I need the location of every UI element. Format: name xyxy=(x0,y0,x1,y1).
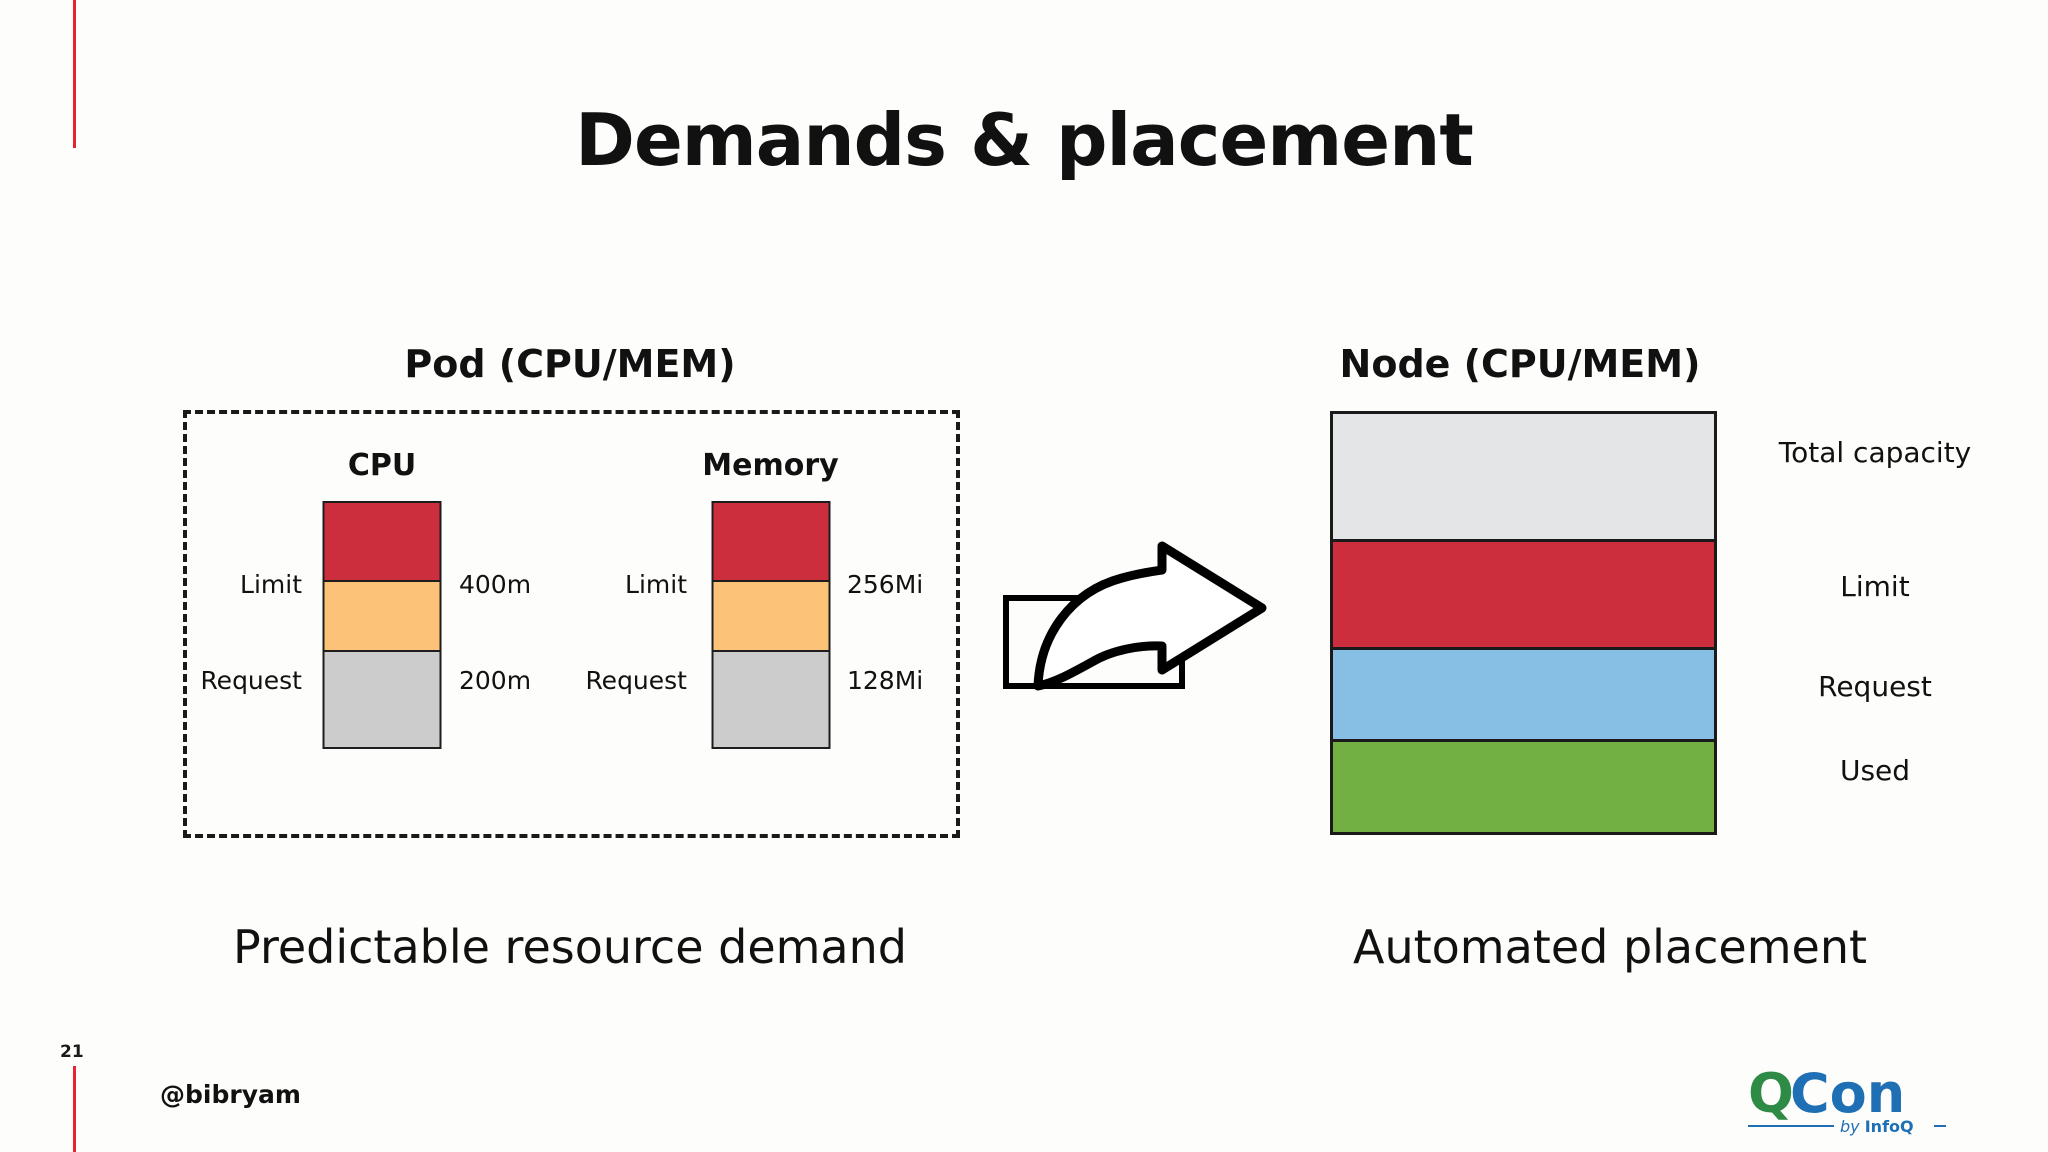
page-title: Demands & placement xyxy=(575,98,1474,182)
cpu-stacked-bar xyxy=(322,501,442,749)
node-band-request xyxy=(1333,647,1714,739)
node-stacked-block xyxy=(1330,411,1717,835)
cpu-request-label: Request xyxy=(200,666,302,695)
curved-share-arrow-icon xyxy=(1003,541,1267,691)
cpu-limit-value: 400m xyxy=(459,570,532,599)
node-label-limit: Limit xyxy=(1840,570,1910,603)
node-label-request: Request xyxy=(1818,670,1932,703)
node-label-total-capacity: Total capacity xyxy=(1778,436,1972,469)
logo-tagline: by InfoQ xyxy=(1840,1117,1914,1136)
accent-rule-top xyxy=(73,0,76,148)
cpu-request-segment xyxy=(324,651,440,747)
cpu-middle-segment xyxy=(324,581,440,652)
cpu-limit-segment xyxy=(324,503,440,582)
logo-con-letters: Con xyxy=(1790,1062,1905,1125)
qcon-logo: Q Con by InfoQ xyxy=(1748,1062,1946,1136)
memory-request-value: 128Mi xyxy=(847,666,924,695)
memory-limit-value: 256Mi xyxy=(847,570,924,599)
cpu-bar-group: CPU Limit 400m Request 200m xyxy=(187,414,577,834)
node-heading: Node (CPU/MEM) xyxy=(1339,342,1701,386)
memory-limit-segment xyxy=(713,503,828,582)
cpu-limit-label: Limit xyxy=(240,570,302,599)
logo-q-letter: Q xyxy=(1748,1062,1794,1125)
node-caption: Automated placement xyxy=(1352,920,1868,974)
memory-middle-segment xyxy=(713,581,828,652)
memory-stacked-bar xyxy=(711,501,830,749)
pod-dashed-container: CPU Limit 400m Request 200m Memory Limit… xyxy=(183,410,960,838)
slide-number: 21 xyxy=(60,1042,84,1062)
node-band-used xyxy=(1333,739,1714,832)
cpu-bar-title: CPU xyxy=(347,448,417,483)
pod-caption: Predictable resource demand xyxy=(233,920,907,974)
cpu-request-value: 200m xyxy=(459,666,532,695)
node-label-used: Used xyxy=(1839,754,1911,787)
author-handle: @bibryam xyxy=(160,1080,301,1109)
memory-request-label: Request xyxy=(585,666,687,695)
node-band-limit xyxy=(1333,539,1714,647)
memory-request-segment xyxy=(713,651,828,747)
memory-bar-group: Memory Limit 256Mi Request 128Mi xyxy=(577,414,964,834)
memory-limit-label: Limit xyxy=(625,570,687,599)
node-band-total-capacity xyxy=(1333,414,1714,539)
pod-heading: Pod (CPU/MEM) xyxy=(404,342,736,386)
memory-bar-title: Memory xyxy=(702,448,839,483)
accent-rule-bottom xyxy=(73,1066,76,1152)
